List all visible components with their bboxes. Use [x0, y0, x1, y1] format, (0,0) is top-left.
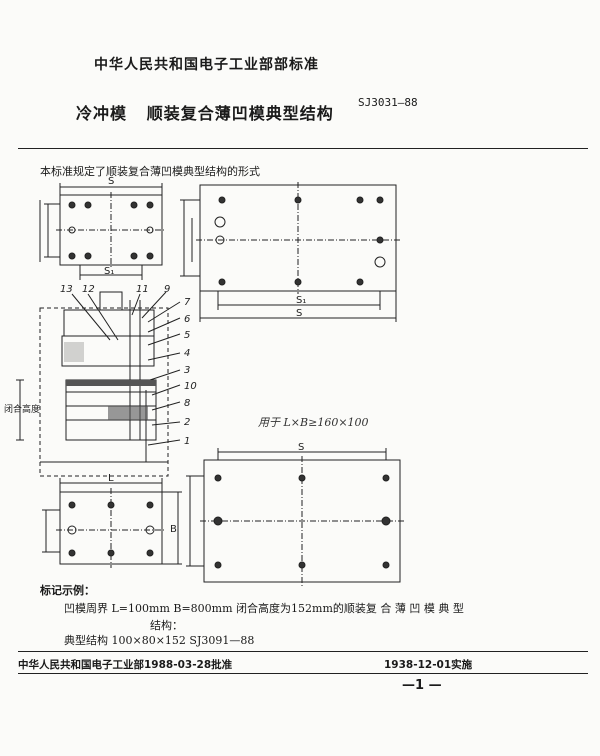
- handwritten-note: 用于 L×B≥160×100: [258, 416, 369, 429]
- dim-s-bottom: S: [298, 442, 304, 453]
- part-6: 6: [184, 314, 190, 325]
- marking-line-3: 典型结构 100×80×152 SJ3091—88: [64, 634, 255, 647]
- part-3: 3: [184, 365, 190, 376]
- part-9: 9: [164, 284, 170, 295]
- section-hatch: [66, 380, 156, 386]
- dim-s1-large: S₁: [296, 295, 306, 306]
- implementation-date: 1938-12-01实施: [384, 659, 473, 671]
- part-4: 4: [184, 348, 190, 359]
- dim-l: L: [108, 473, 114, 484]
- part-8: 8: [184, 398, 190, 409]
- intro-text: 本标准规定了顺装复合薄凹模典型结构的形式: [40, 165, 260, 178]
- approval-text: 中华人民共和国电子工业部1988-03-28批准: [18, 659, 233, 671]
- ministry-header: 中华人民共和国电子工业部部标准: [94, 57, 319, 73]
- closed-height-label: 闭合高度: [4, 403, 40, 415]
- page-number: —1 —: [402, 678, 442, 693]
- footer-rule: [18, 651, 588, 652]
- marking-line-1: 凹模周界 L=100mm B=800mm 闭合高度为152mm的顺装复 合 薄 …: [64, 602, 464, 615]
- marking-line-2: 结构：: [150, 619, 183, 632]
- part-10: 10: [184, 381, 197, 392]
- footer-rule-bottom: [18, 673, 588, 674]
- part-11: 11: [136, 284, 149, 295]
- dim-s1-small: S₁: [104, 266, 114, 277]
- dim-s-large: S: [296, 308, 302, 319]
- standard-title: 冷冲模 顺装复合薄凹模典型结构: [76, 104, 334, 123]
- part-13: 13: [60, 284, 73, 295]
- part-1: 1: [184, 436, 190, 447]
- header-rule: [18, 148, 588, 149]
- part-12: 12: [82, 284, 95, 295]
- part-5: 5: [184, 330, 190, 341]
- part-7: 7: [184, 297, 191, 308]
- marking-example-label: 标记示例：: [40, 584, 95, 597]
- part-2: 2: [184, 417, 190, 428]
- standard-code: SJ3031—88: [358, 96, 418, 109]
- dim-s-small: S: [108, 176, 114, 187]
- dim-b: B: [170, 524, 177, 535]
